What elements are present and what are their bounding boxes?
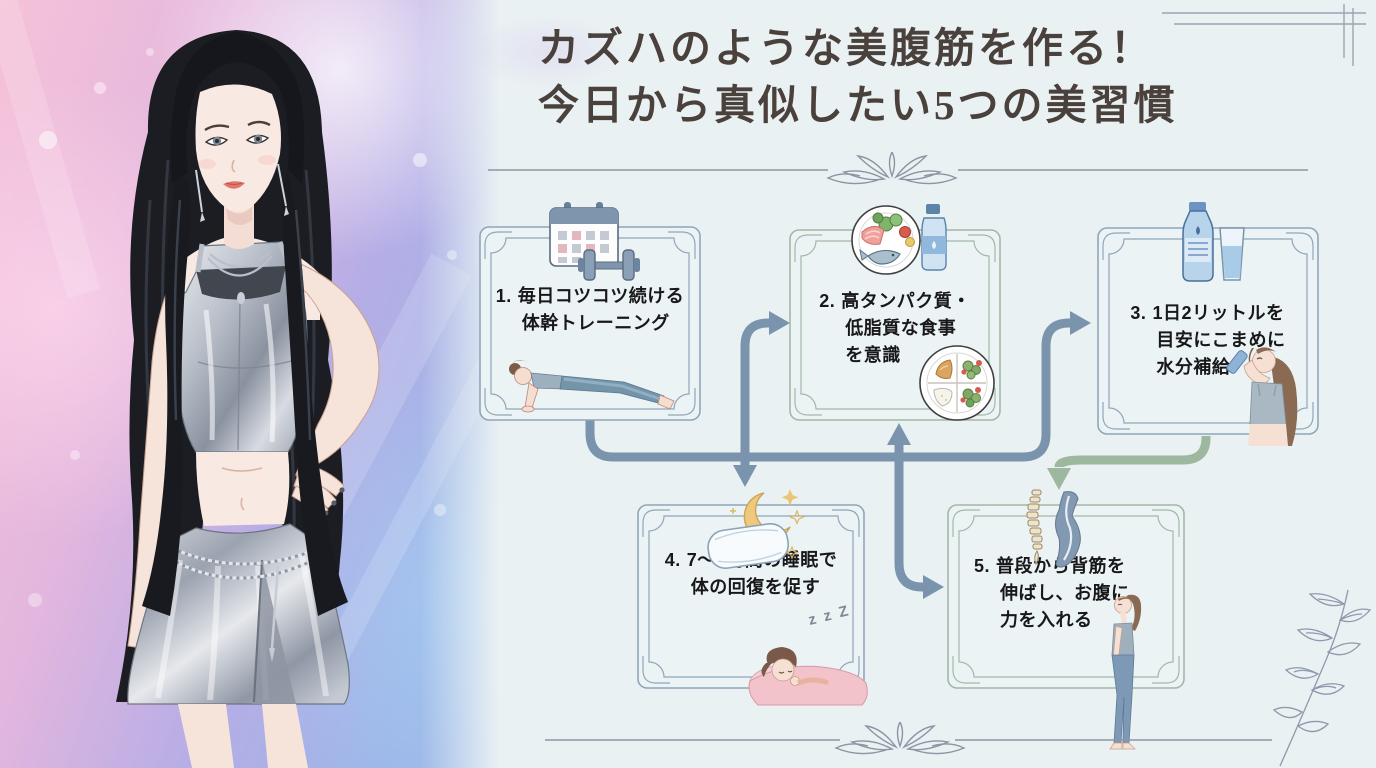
step-text-line: 1日2リットルを: [1152, 303, 1285, 323]
step-card-2: 2.高タンパク質・ 低脂質な食事 を意識: [788, 204, 1002, 422]
step-number: 2.: [819, 291, 836, 311]
step-text-line: を意識: [845, 345, 901, 365]
step-text-line: 伸ばし、お腹に: [1000, 583, 1130, 603]
step-text-line: 毎日コツコツ続ける: [517, 286, 685, 306]
sleeping-woman-illustration: [748, 647, 868, 706]
bottom-divider-ornament: [545, 722, 1272, 755]
step-number: 5.: [974, 556, 991, 576]
panel-glow: [440, 0, 800, 260]
title-divider-ornament: [488, 152, 1308, 185]
healthy-meal-icon: [851, 204, 947, 275]
page-title: カズハのような美腹筋を作る！ 今日から真似したい5つの美習慣: [538, 20, 1178, 134]
title-line-1: カズハのような美腹筋を作る！: [538, 25, 1154, 71]
step-text-line: 力を入れる: [1000, 610, 1093, 630]
plank-exercise-illustration: [509, 360, 675, 413]
title-line-2: 今日から真似したい5つの美習慣: [538, 82, 1178, 128]
step-card-3: 3.1日2リットルを 目安にこまめに 水分補給: [1096, 202, 1320, 446]
botanical-branch-ornament: [1272, 589, 1372, 767]
step-text-line: 体幹トレーニング: [521, 313, 670, 333]
step-text-line: 体の回復を促す: [690, 577, 821, 597]
standing-posture-woman-illustration: [1109, 594, 1142, 750]
step-number: 4.: [664, 550, 681, 570]
step-text-line: 水分補給: [1156, 357, 1231, 377]
step-card-4: 4.7～8時間の睡眠で 体の回復を促す z z Z: [636, 489, 868, 706]
step-number: 1.: [495, 286, 512, 306]
step-text-line: 低脂質な食事: [845, 318, 957, 338]
step-card-1: 1.毎日コツコツ続ける 体幹トレーニング: [478, 202, 702, 422]
card-frame: [479, 226, 701, 421]
woman-drinking-water-illustration: [1226, 347, 1298, 446]
pillow-moon-icon: [707, 489, 804, 569]
spine-posture-icon: [1026, 489, 1081, 568]
balanced-plate-illustration: [919, 345, 995, 421]
step-card-5: 5.普段から背筋を 伸ばし、お腹に 力を入れる: [946, 489, 1186, 750]
step-text-line: 目安にこまめに: [1156, 330, 1286, 350]
step-text-line: 高タンパク質・: [841, 291, 971, 311]
calendar-dumbbell-icon: [549, 202, 640, 281]
step-number: 3.: [1130, 303, 1147, 323]
corner-lines-ornament: [1162, 4, 1366, 66]
water-bottle-glass-icon: [1182, 202, 1245, 282]
idol-illustration: [0, 0, 500, 768]
